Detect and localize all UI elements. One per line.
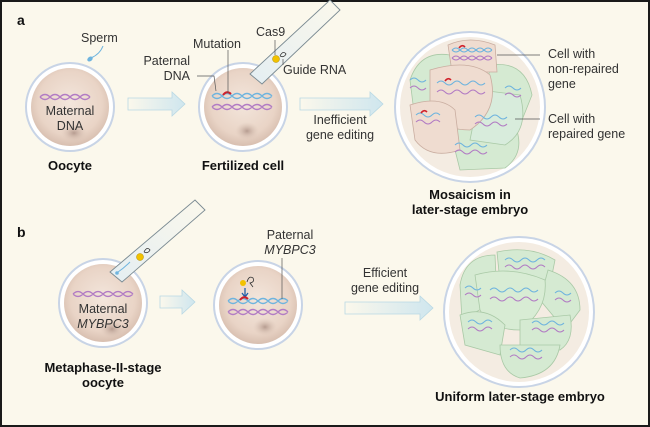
uniform-caption: Uniform later-stage embryo bbox=[435, 389, 605, 404]
metaphase-caption-1: Metaphase-II-stage bbox=[44, 360, 162, 375]
arrow-a1 bbox=[127, 91, 186, 117]
oocyte-caption: Oocyte bbox=[47, 158, 93, 173]
guide-rna-label: Guide RNA bbox=[283, 63, 347, 77]
paternal-dna-a bbox=[211, 92, 273, 100]
mutation-mark bbox=[222, 91, 232, 96]
pipette-b bbox=[109, 199, 206, 283]
leader-paternal-a bbox=[197, 75, 217, 92]
oocyte-b bbox=[58, 258, 148, 348]
oocyte-inner-label-2: DNA bbox=[56, 119, 84, 133]
uniform-embryo bbox=[443, 236, 595, 388]
arrow-b1 bbox=[159, 289, 196, 315]
paternal-dna-label-2: DNA bbox=[163, 69, 190, 83]
mosaic-caption-2: later-stage embryo bbox=[411, 202, 529, 217]
legend-nonrepaired-2: non-repaired bbox=[548, 62, 619, 76]
maternal-dna-a1 bbox=[39, 93, 91, 101]
oocyte-inner-label-1: Maternal bbox=[45, 104, 95, 118]
inefficient-label-2: gene editing bbox=[305, 128, 375, 142]
cas9-label: Cas9 bbox=[256, 25, 286, 39]
oocyte-b-inner-label-1: Maternal bbox=[78, 302, 128, 316]
guide-rna-icon bbox=[246, 276, 254, 288]
inefficient-label-1: Inefficient bbox=[313, 113, 367, 127]
oocyte-b-inner-label-2: MYBPC3 bbox=[77, 317, 129, 331]
mosaic-embryo bbox=[394, 31, 546, 183]
paternal-mybpc3-label-1: Paternal bbox=[266, 228, 314, 242]
metaphase-caption-2: oocyte bbox=[82, 375, 124, 390]
legend-nonrepaired-3: gene bbox=[548, 77, 576, 91]
fertilized-cell bbox=[198, 62, 288, 152]
mosaic-caption-1: Mosaicism in bbox=[429, 187, 511, 202]
sperm-icon bbox=[90, 45, 104, 59]
legend-repaired-1: Cell with bbox=[548, 112, 596, 126]
sperm-head bbox=[87, 56, 93, 62]
zygote-b bbox=[213, 260, 303, 350]
arrow-b2 bbox=[344, 295, 434, 321]
mutation-label: Mutation bbox=[193, 37, 241, 51]
arrow-a2 bbox=[299, 91, 384, 117]
legend-repaired-2: repaired gene bbox=[548, 127, 626, 141]
mutation-mark-b bbox=[239, 296, 249, 301]
paternal-mybpc3-label-2: MYBPC3 bbox=[264, 243, 316, 257]
paternal-dna-b bbox=[227, 297, 289, 305]
sperm-label: Sperm bbox=[81, 31, 118, 45]
efficient-label-2: gene editing bbox=[350, 281, 420, 295]
paternal-dna-label-1: Paternal bbox=[143, 54, 190, 68]
oocyte-a bbox=[25, 62, 115, 152]
pipette-a bbox=[249, 0, 341, 85]
cas9-icon bbox=[240, 280, 246, 286]
maternal-dna-b2 bbox=[227, 308, 289, 316]
fertilized-caption: Fertilized cell bbox=[201, 158, 285, 173]
efficient-label-1: Efficient bbox=[362, 266, 408, 280]
maternal-dna-b1 bbox=[72, 290, 134, 298]
panel-label-b: b bbox=[17, 224, 26, 240]
legend-nonrepaired-1: Cell with bbox=[548, 47, 596, 61]
maternal-dna-a2 bbox=[211, 103, 273, 111]
panel-label-a: a bbox=[17, 12, 25, 28]
